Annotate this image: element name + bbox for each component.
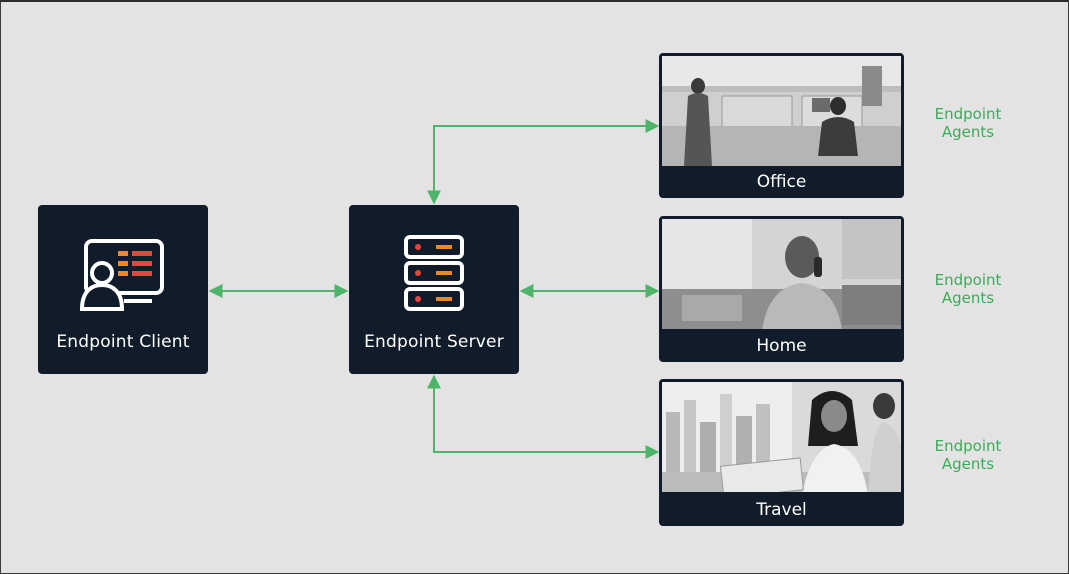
server-travel-connector xyxy=(427,374,660,459)
office-agent-label: Endpoint Agents xyxy=(934,105,1002,141)
server-rack-icon xyxy=(402,233,466,317)
office-caption: Office xyxy=(756,172,807,192)
endpoint-client-node: Endpoint Client xyxy=(38,205,208,374)
home-agent-label: Endpoint Agents xyxy=(934,271,1002,307)
home-photo xyxy=(662,219,901,329)
user-dashboard-icon xyxy=(78,237,168,315)
server-office-connector xyxy=(427,119,660,205)
travel-agent-label: Endpoint Agents xyxy=(934,437,1002,473)
travel-caption: Travel xyxy=(756,500,807,520)
endpoint-server-label: Endpoint Server xyxy=(364,332,504,352)
home-card: Home xyxy=(659,216,904,362)
endpoint-server-node: Endpoint Server xyxy=(349,205,519,374)
travel-photo xyxy=(662,382,901,492)
travel-card: Travel xyxy=(659,379,904,526)
office-card: Office xyxy=(659,53,904,198)
office-photo xyxy=(662,56,901,166)
endpoint-client-label: Endpoint Client xyxy=(56,332,190,352)
home-caption: Home xyxy=(756,336,807,356)
